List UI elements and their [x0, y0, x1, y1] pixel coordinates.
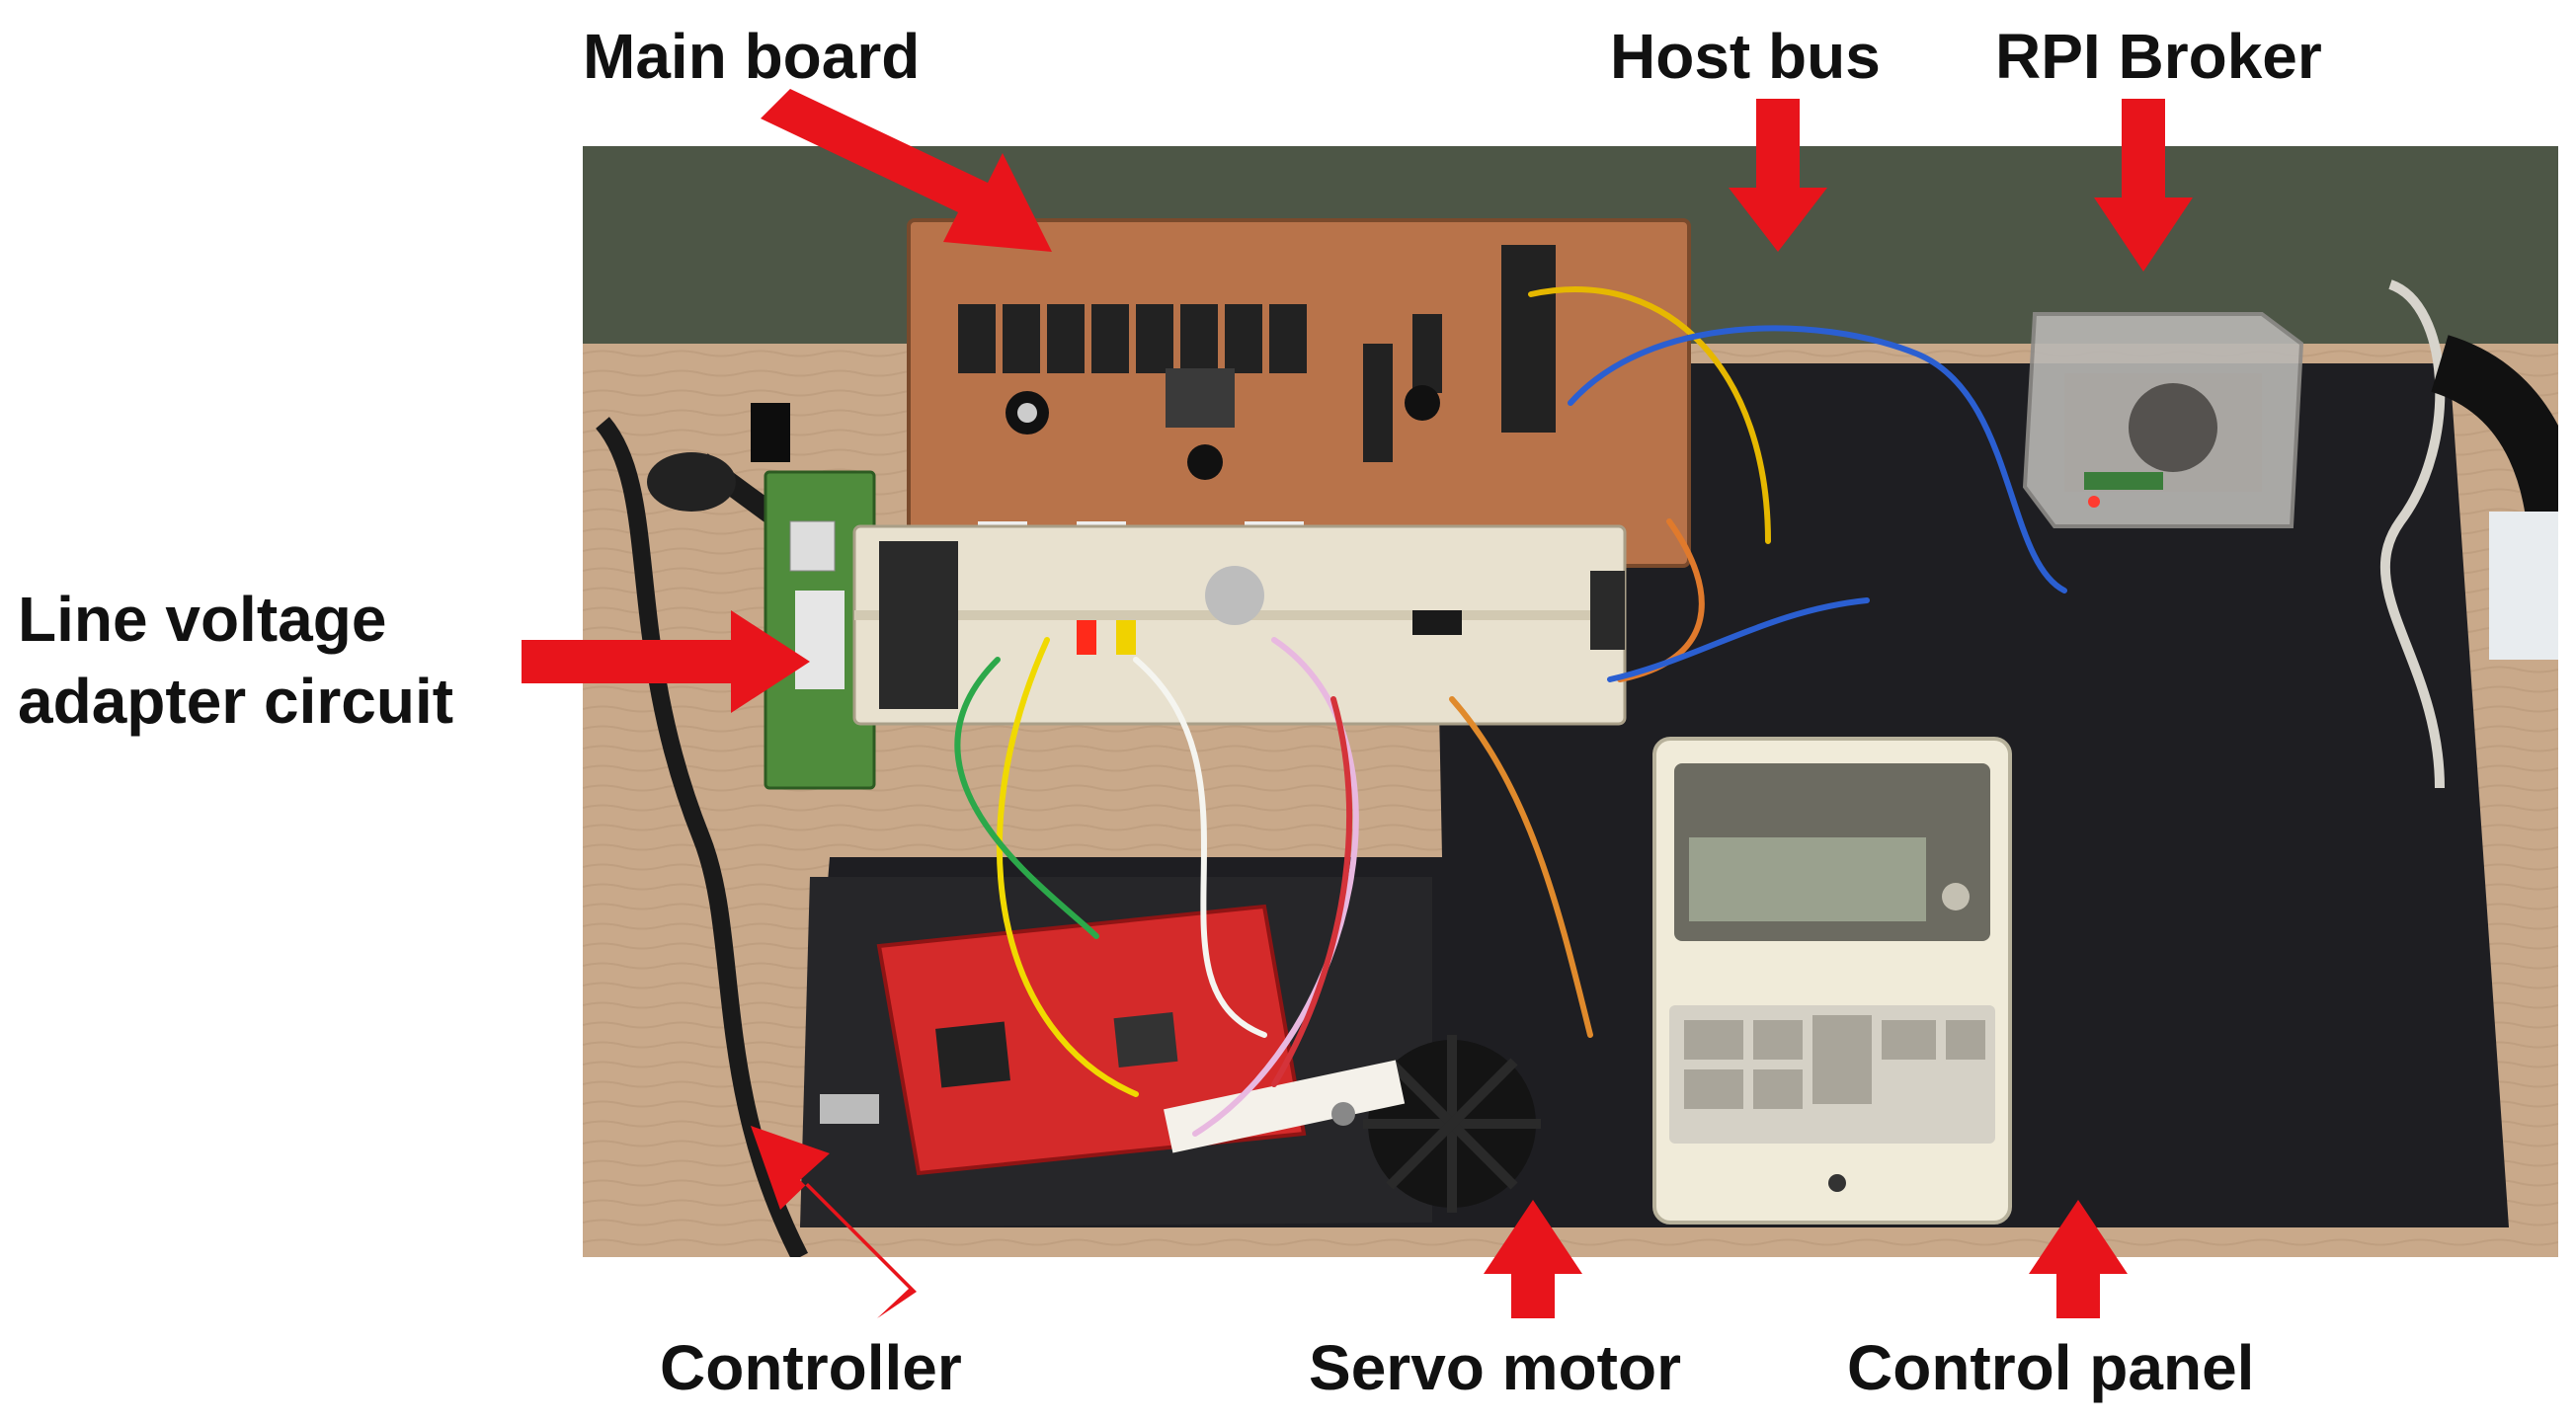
label-adapter-circuit: adapter circuit	[18, 666, 454, 737]
label-control-panel: Control panel	[1847, 1332, 2255, 1403]
label-main-board: Main board	[583, 21, 921, 92]
rpi-broker-case	[2022, 312, 2304, 528]
arrow-control-panel	[2029, 1200, 2128, 1318]
label-host-bus: Host bus	[1610, 21, 1881, 92]
power-cable	[595, 417, 809, 1257]
arrow-main-board	[761, 89, 1052, 252]
label-rpi-broker: RPI Broker	[1995, 21, 2322, 92]
label-line-voltage: Line voltage	[18, 584, 387, 655]
ferrite-bead	[647, 452, 736, 512]
usb-device	[2489, 512, 2558, 660]
servo-motor	[1164, 1035, 1541, 1213]
adapter-circuit-board	[751, 403, 876, 790]
arrow-controller	[751, 1126, 917, 1318]
hardware-setup-photo	[583, 146, 2558, 1257]
arrow-rpi-broker	[2094, 99, 2193, 272]
arrow-servo-motor	[1484, 1200, 1582, 1318]
label-servo-motor: Servo motor	[1309, 1332, 1681, 1403]
control-panel-device	[1652, 737, 2012, 1225]
breadboard	[852, 524, 1627, 726]
arrow-host-bus	[1729, 99, 1827, 252]
label-controller: Controller	[660, 1332, 962, 1403]
arrow-line-voltage	[522, 610, 810, 713]
main-board-pcb	[907, 218, 1691, 568]
